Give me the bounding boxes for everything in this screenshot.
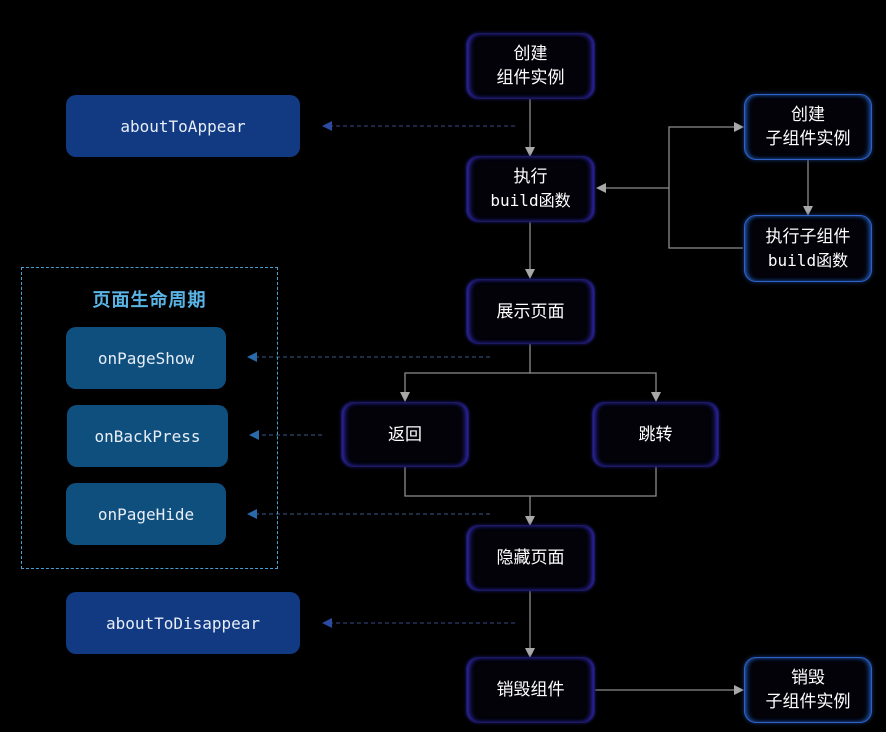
hook-about-to-disappear: aboutToDisappear bbox=[66, 592, 300, 654]
node-navigate-label: 跳转 bbox=[638, 424, 673, 445]
hook-about-to-appear-label: aboutToAppear bbox=[120, 116, 246, 136]
page-lifecycle-group: 页面生命周期 bbox=[21, 267, 278, 569]
page-lifecycle-title: 页面生命周期 bbox=[92, 290, 207, 311]
node-run-child-build: 执行子组件 build函数 bbox=[744, 215, 872, 282]
node-run-build-line2: build函数 bbox=[490, 191, 571, 210]
hook-on-page-show: onPageShow bbox=[66, 327, 226, 389]
node-destroy-child-line1: 销毁 bbox=[791, 668, 825, 688]
arrow-split bbox=[400, 344, 531, 402]
node-destroy-child: 销毁 子组件实例 bbox=[744, 657, 872, 723]
hook-on-back-press-label: onBackPress bbox=[94, 426, 201, 446]
node-destroy-child-line2: 子组件实例 bbox=[765, 692, 851, 712]
hook-on-page-hide-label: onPageHide bbox=[97, 504, 195, 524]
hook-about-to-appear: aboutToAppear bbox=[66, 95, 300, 157]
hook-about-to-disappear-label: aboutToDisappear bbox=[105, 613, 261, 633]
node-destroy-component-label: 销毁组件 bbox=[496, 680, 565, 700]
hook-on-page-hide: onPageHide bbox=[66, 483, 226, 545]
hook-on-page-show-label: onPageShow bbox=[97, 348, 195, 368]
node-create-child-line2: 子组件实例 bbox=[765, 129, 851, 149]
node-hide-page-label: 隐藏页面 bbox=[496, 548, 565, 568]
node-show-page-label: 展示页面 bbox=[496, 301, 565, 322]
node-run-build: 执行 build函数 bbox=[466, 156, 595, 222]
node-create-child: 创建 子组件实例 bbox=[744, 94, 872, 160]
hook-on-back-press: onBackPress bbox=[67, 405, 228, 467]
node-create-instance-line2: 组件实例 bbox=[496, 68, 565, 88]
node-hide-page: 隐藏页面 bbox=[466, 525, 595, 591]
arrow-child-build-back bbox=[596, 183, 743, 249]
node-destroy-component: 销毁组件 bbox=[466, 657, 595, 723]
node-run-build-line1: 执行 bbox=[513, 167, 548, 187]
node-create-child-line1: 创建 bbox=[791, 105, 825, 125]
node-show-page: 展示页面 bbox=[466, 279, 595, 344]
node-create-instance-line1: 创建 bbox=[513, 44, 548, 64]
node-back: 返回 bbox=[341, 402, 469, 467]
node-navigate: 跳转 bbox=[592, 402, 719, 467]
node-create-instance: 创建 组件实例 bbox=[466, 33, 595, 99]
node-back-label: 返回 bbox=[388, 424, 422, 445]
arrow-to-create-child bbox=[668, 122, 744, 188]
node-run-child-build-line2: build函数 bbox=[767, 250, 849, 270]
arrow-split-right bbox=[530, 372, 661, 402]
node-run-child-build-line1: 执行子组件 bbox=[765, 226, 851, 247]
arrow-merge bbox=[404, 467, 657, 497]
